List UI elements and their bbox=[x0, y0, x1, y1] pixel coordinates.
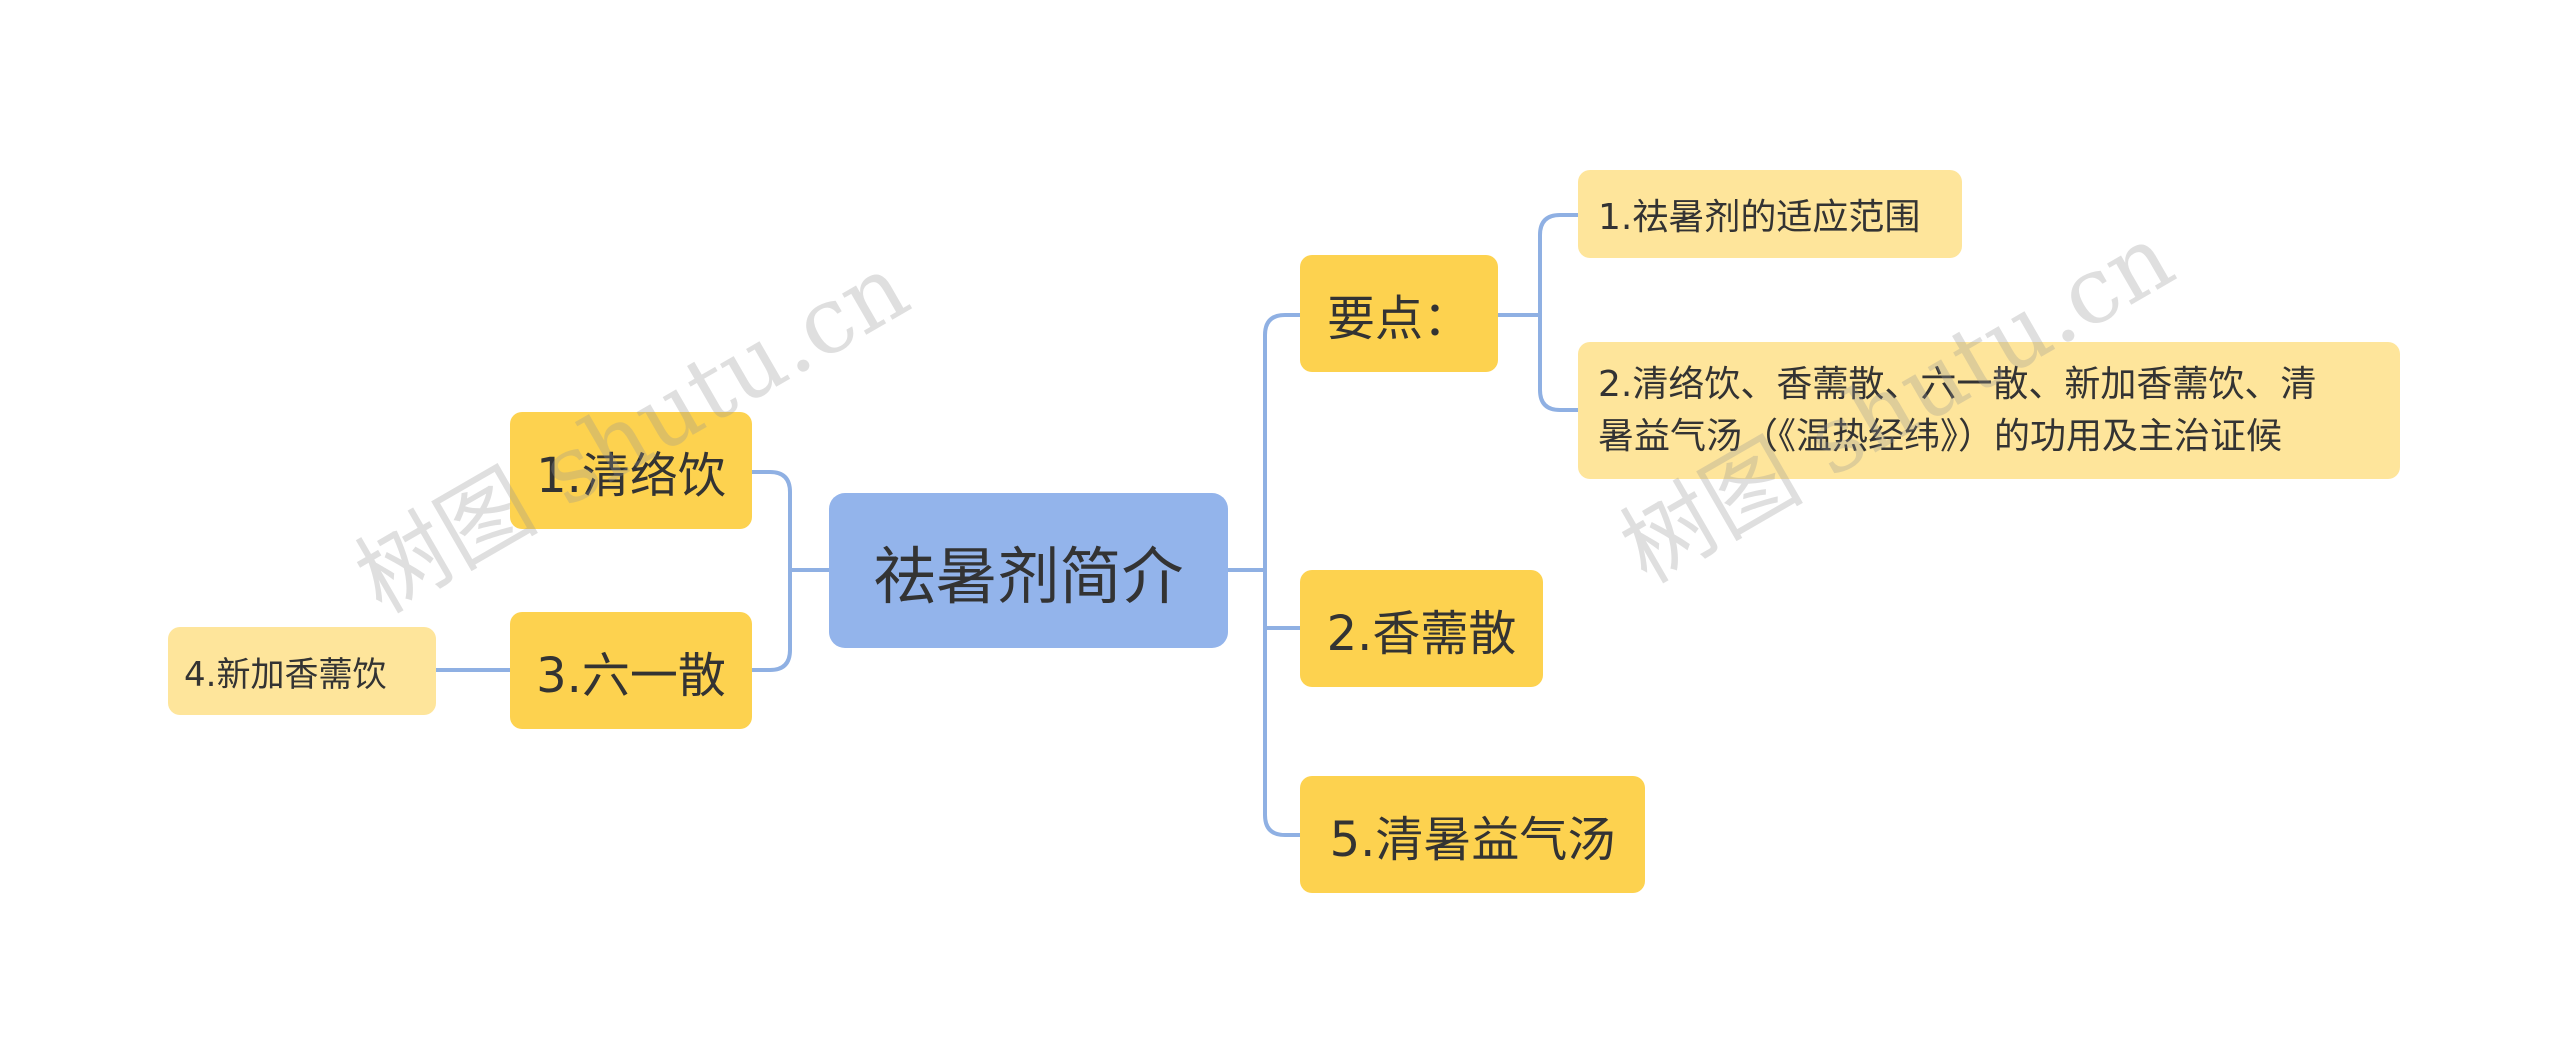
branch-node-liuyisan[interactable]: 3.六一散 bbox=[510, 612, 752, 729]
leaf-node-xinjia-xiangruyin[interactable]: 4.新加香薷饮 bbox=[168, 627, 436, 715]
leaf-label: 4.新加香薷饮 bbox=[184, 654, 387, 695]
branch-node-qingluoyin[interactable]: 1.清络饮 bbox=[510, 412, 752, 529]
leaf-node-scope[interactable]: 1.祛暑剂的适应范围 bbox=[1578, 170, 1962, 258]
branch-node-key-points[interactable]: 要点： bbox=[1300, 255, 1498, 372]
leaf-label-line-1: 2.清络饮、香薷散、六一散、新加香薷饮、清 bbox=[1598, 363, 2317, 405]
branch-label: 1.清络饮 bbox=[536, 447, 726, 504]
connector-left-trunk bbox=[750, 470, 792, 672]
branch-label: 5.清暑益气汤 bbox=[1329, 811, 1616, 868]
branch-node-qingshu-yiqi-tang[interactable]: 5.清暑益气汤 bbox=[1300, 776, 1645, 893]
leaf-text: 2.清络饮、香薷散、六一散、新加香薷饮、清 暑益气汤（《温热经纬》）的功用及主治… bbox=[1598, 359, 2316, 463]
root-label: 祛暑剂简介 bbox=[873, 539, 1184, 613]
leaf-node-functions[interactable]: 2.清络饮、香薷散、六一散、新加香薷饮、清 暑益气汤（《温热经纬》）的功用及主治… bbox=[1578, 342, 2400, 479]
leaf-label-line-2: 暑益气汤（《温热经纬》）的功用及主治证候 bbox=[1598, 415, 2283, 457]
root-node[interactable]: 祛暑剂简介 bbox=[829, 493, 1228, 648]
branch-label: 要点： bbox=[1326, 290, 1471, 347]
leaf-label: 1.祛暑剂的适应范围 bbox=[1598, 197, 1921, 238]
connector-keypoints-trunk bbox=[1538, 213, 1580, 412]
branch-label: 2.香薷散 bbox=[1326, 605, 1517, 662]
branch-node-xiangrusan[interactable]: 2.香薷散 bbox=[1300, 570, 1543, 687]
branch-label: 3.六一散 bbox=[536, 647, 726, 704]
connector-right-trunk bbox=[1263, 313, 1302, 837]
